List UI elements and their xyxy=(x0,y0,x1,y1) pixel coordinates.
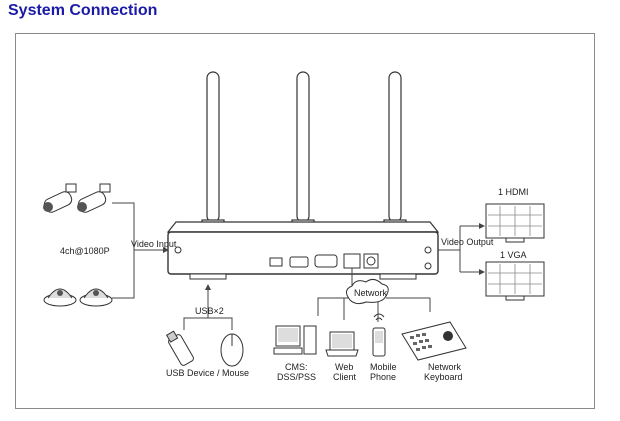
usb-port-icon xyxy=(269,257,283,267)
pc-icon xyxy=(273,325,317,355)
hdmi-port-icon xyxy=(289,256,309,268)
mouse-icon xyxy=(220,333,244,367)
usb-label: USB×2 xyxy=(195,306,224,316)
resolution-label: 4ch@1080P xyxy=(60,246,110,256)
power-port-icon xyxy=(363,253,379,269)
ethernet-port-icon xyxy=(343,253,361,269)
usb-stick-icon xyxy=(165,330,194,366)
diagram-frame xyxy=(15,33,595,409)
video-output-label: Video Output xyxy=(441,237,494,247)
mobile-phone-label-line1: Mobile xyxy=(370,362,397,372)
page-title: System Connection xyxy=(8,2,158,19)
hdmi-label: 1 HDMI xyxy=(498,187,529,197)
dome-camera-1-icon xyxy=(43,288,77,307)
network-keyboard-label-line2: Keyboard xyxy=(424,372,463,382)
dome-camera-2-icon xyxy=(79,288,113,307)
vga-monitor-icon xyxy=(485,261,545,301)
bullet-camera-2-icon xyxy=(77,183,111,213)
network-label: Network xyxy=(354,288,388,298)
video-input-label: Video Input xyxy=(131,239,177,249)
web-client-label-line2: Client xyxy=(333,372,357,382)
vga-label: 1 VGA xyxy=(500,250,527,260)
mobile-phone-label-line2: Phone xyxy=(370,372,396,382)
laptop-icon xyxy=(325,331,359,357)
vga-port-icon xyxy=(314,254,338,268)
web-client-label-line1: Web xyxy=(335,362,353,372)
bullet-camera-1-icon xyxy=(43,183,77,213)
cms-label-line2: DSS/PSS xyxy=(277,372,316,382)
hdmi-monitor-icon xyxy=(485,203,545,243)
network-keyboard-icon xyxy=(401,321,467,361)
usb-device-label: USB Device / Mouse xyxy=(166,368,249,378)
mobile-phone-icon xyxy=(372,313,386,357)
cms-label-line1: CMS: xyxy=(285,362,308,372)
network-keyboard-label-line1: Network xyxy=(428,362,462,372)
nvr-device xyxy=(166,221,440,280)
network-cloud-icon xyxy=(346,278,389,305)
